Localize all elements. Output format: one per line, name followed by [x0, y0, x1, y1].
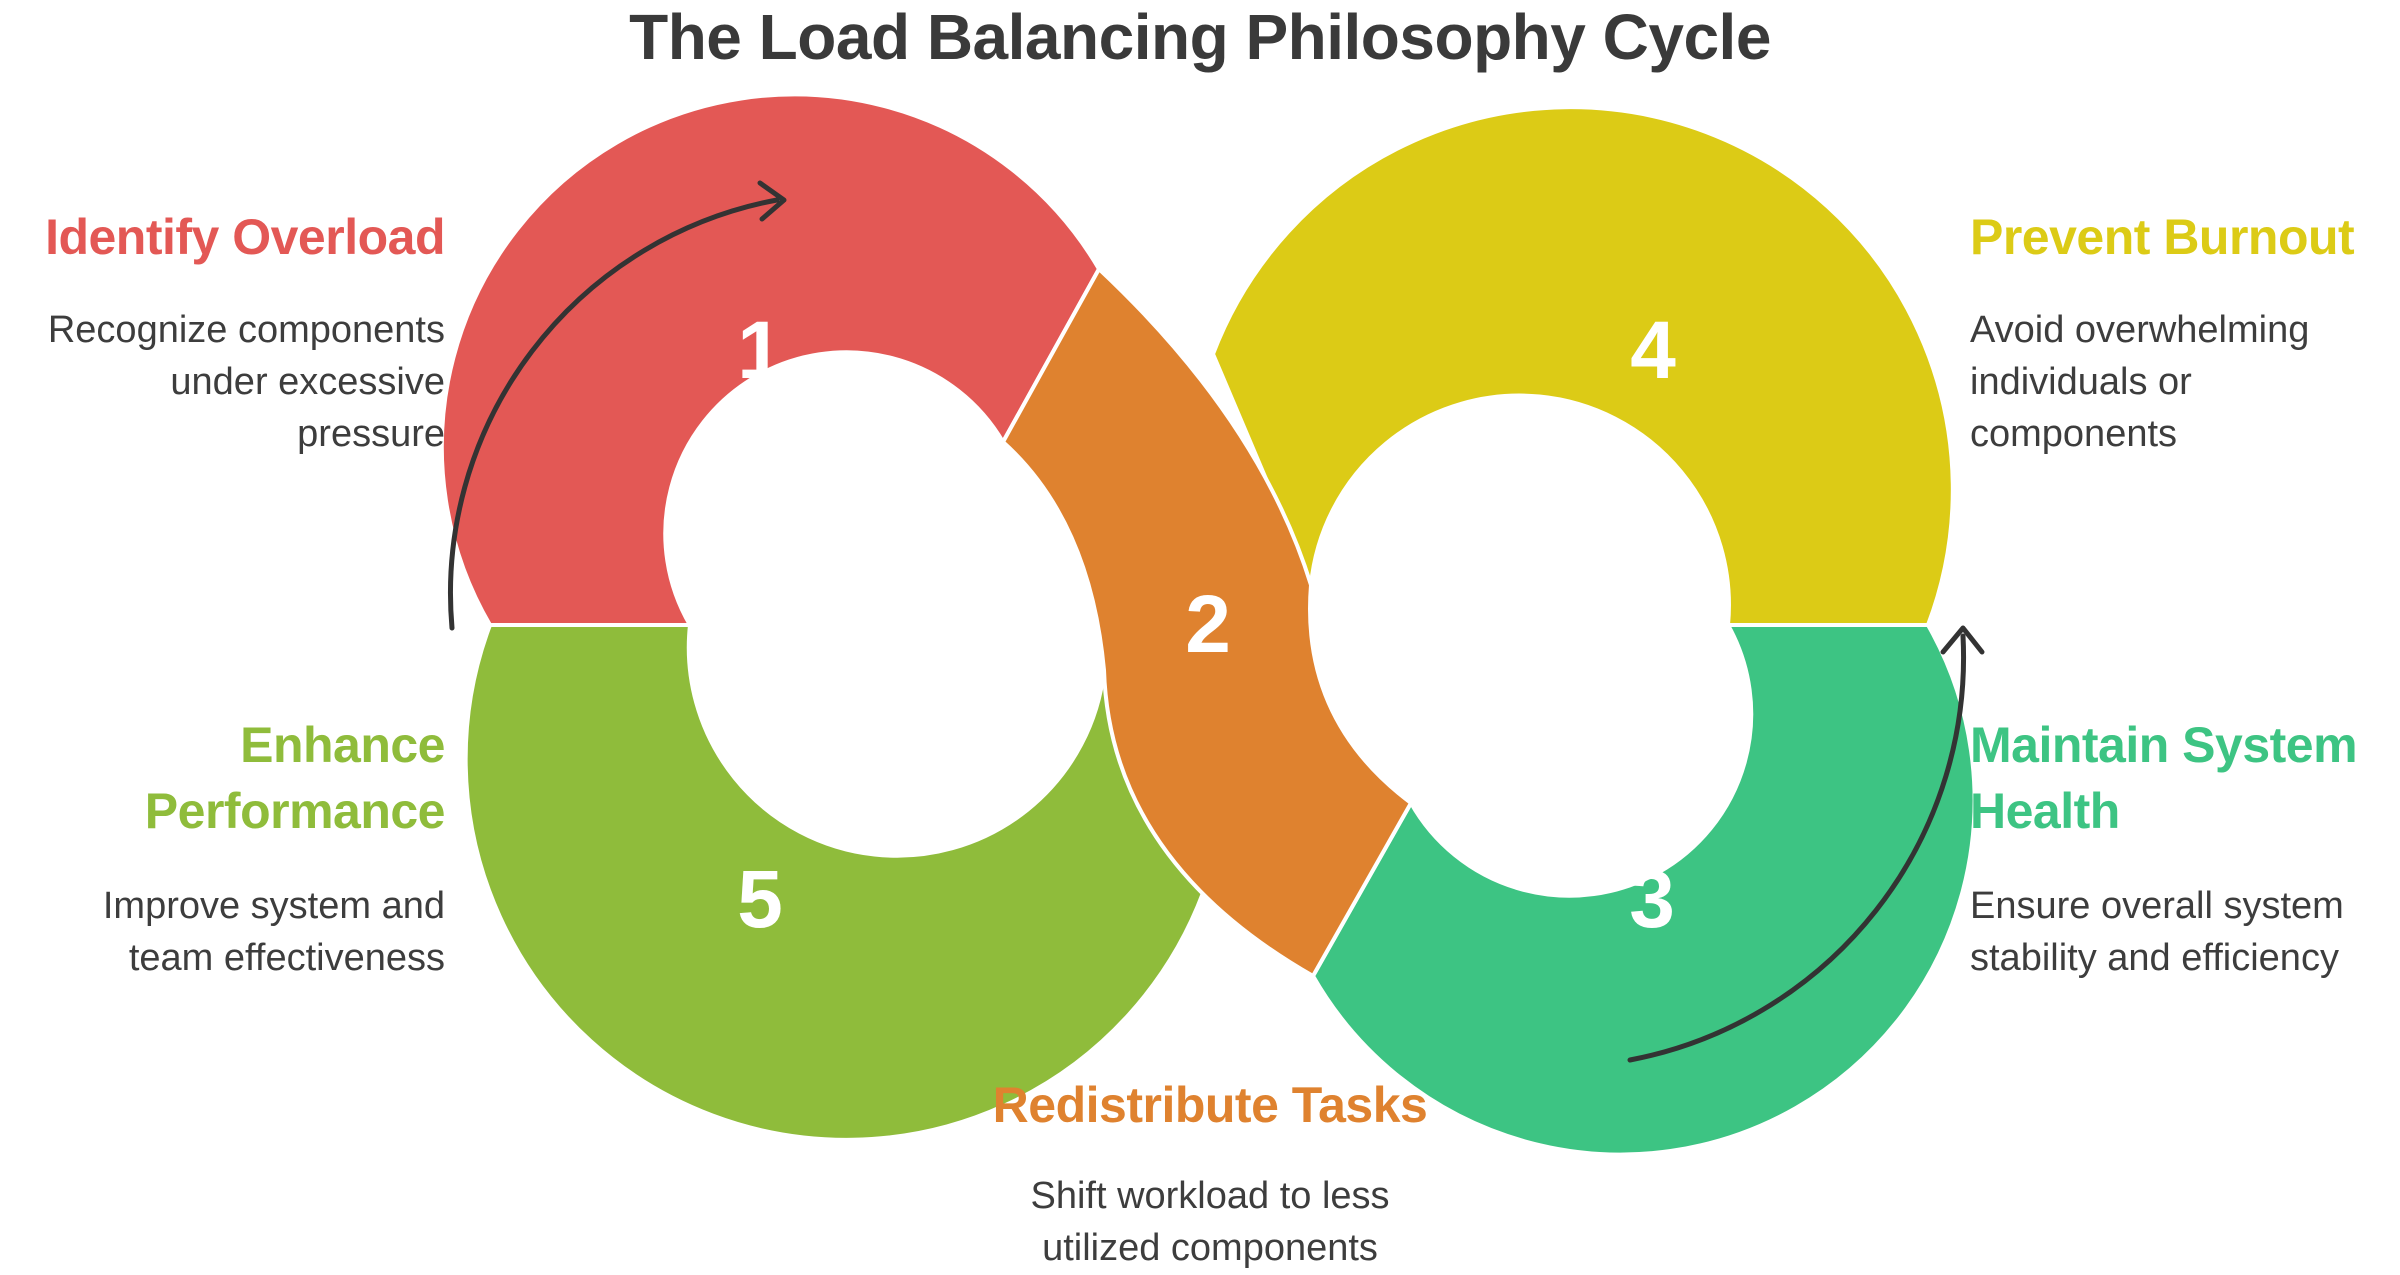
segment-3	[1310, 623, 1977, 1157]
step-4-description: Avoid overwhelming individuals or compon…	[1970, 304, 2390, 460]
step-5-heading: Enhance Performance	[0, 712, 446, 844]
step-3-description-line-2: stability and efficiency	[1970, 937, 2339, 979]
step-4-heading: Prevent Burnout	[1970, 204, 2390, 270]
step-1-heading-text: Identify Overload	[45, 209, 445, 265]
step-4-heading-text: Prevent Burnout	[1970, 209, 2355, 265]
step-2-description-line-2: utilized components	[1042, 1227, 1378, 1269]
step-5-description-line-1: Improve system and	[102, 885, 445, 927]
step-5-heading-line-2: Performance	[144, 783, 446, 839]
cycle-arrow-left-head-icon	[757, 180, 787, 222]
cycle-arrow-right	[1627, 633, 1967, 1063]
step-5-description-line-2: team effectiveness	[128, 937, 445, 979]
step-3-description: Ensure overall system stability and effi…	[1970, 880, 2390, 984]
step-number-1: 1	[737, 305, 783, 396]
step-4-description-line-1: Avoid overwhelming	[1970, 309, 2310, 351]
step-2-heading: Redistribute Tasks	[900, 1072, 1520, 1138]
step-4-description-line-2: individuals or	[1970, 361, 2192, 403]
step-1-description-line-2: under excessive	[170, 361, 445, 403]
segment-1	[439, 92, 1102, 627]
segment-4	[1210, 105, 1955, 627]
step-3-heading-line-2: Health	[1970, 783, 2120, 839]
step-number-3: 3	[1629, 854, 1675, 945]
step-1-description: Recognize components under excessive pre…	[0, 304, 445, 460]
step-1-description-line-1: Recognize components	[47, 309, 445, 351]
segment-2	[1000, 265, 1414, 979]
step-3-heading: Maintain System Health	[1970, 712, 2390, 844]
step-1-heading: Identify Overload	[0, 204, 445, 270]
step-number-5: 5	[737, 854, 783, 945]
step-4-description-line-3: components	[1970, 413, 2178, 455]
step-5-description: Improve system and team effectiveness	[0, 880, 445, 984]
step-2-heading-text: Redistribute Tasks	[992, 1077, 1428, 1133]
step-5-heading-line-1: Enhance	[240, 717, 445, 773]
step-3-description-line-1: Ensure overall system	[1970, 885, 2344, 927]
step-2-description: Shift workload to less utilized componen…	[900, 1170, 1520, 1274]
diagram-title: The Load Balancing Philosophy Cycle	[629, 1, 1771, 73]
step-3-heading-line-1: Maintain System	[1970, 717, 2358, 773]
cycle-arrow-left	[447, 197, 780, 631]
segment-5	[463, 623, 1206, 1142]
step-2-description-line-1: Shift workload to less	[1030, 1175, 1390, 1217]
step-number-2: 2	[1185, 579, 1231, 670]
step-number-4: 4	[1630, 305, 1676, 396]
step-1-description-line-3: pressure	[297, 413, 445, 455]
cycle-arrow-right-head-icon	[1940, 625, 1985, 655]
